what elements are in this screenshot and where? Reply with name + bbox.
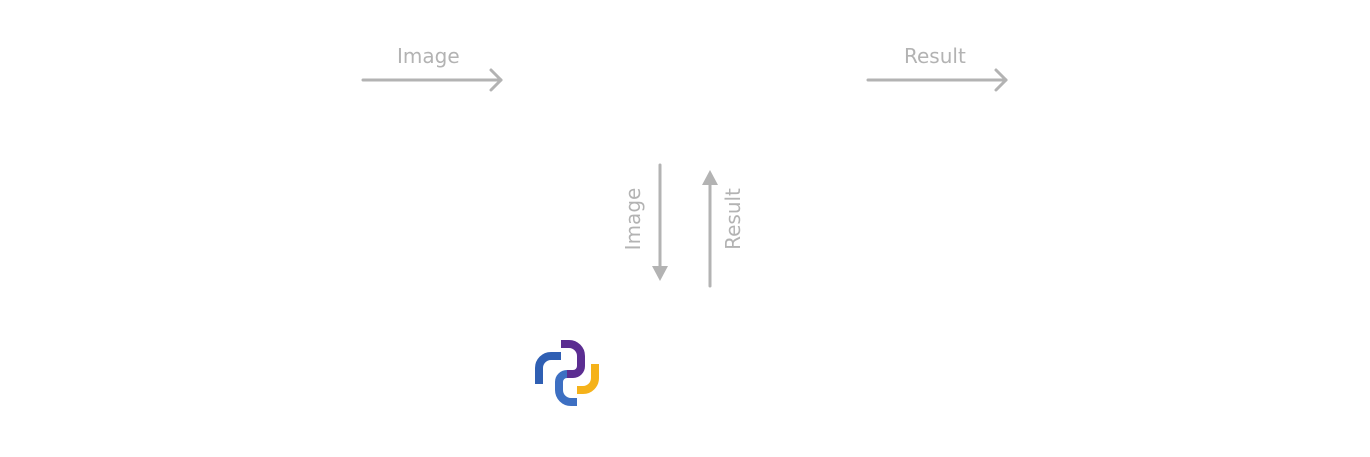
arrow-image-right-top-left	[361, 68, 503, 92]
arrow-result-right-top-right	[866, 68, 1008, 92]
edge-label-image-vertical: Image	[621, 187, 645, 251]
edge-label-result-top: Result	[904, 44, 966, 68]
edge-label-result-vertical: Result	[721, 188, 745, 250]
arrow-image-down	[652, 163, 668, 281]
edge-label-image-top: Image	[397, 44, 460, 68]
interlocking-logo-icon	[535, 340, 599, 406]
arrow-result-up	[702, 170, 718, 288]
